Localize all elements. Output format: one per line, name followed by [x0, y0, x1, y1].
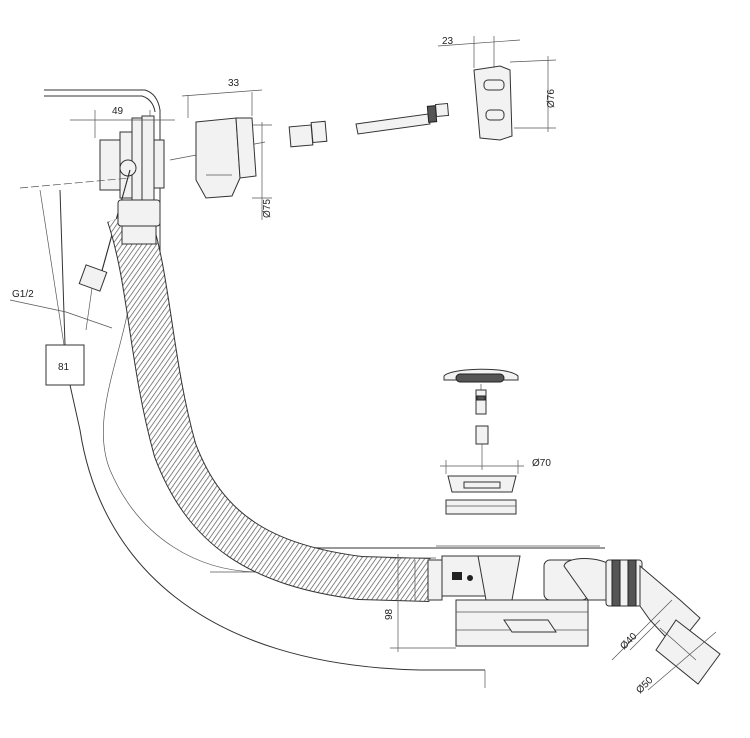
overflow-cover-exploded: 33 Ø75	[181, 78, 273, 220]
spindle-assembly	[288, 102, 450, 148]
plug-exploded: Ø70	[440, 368, 551, 515]
dimension-81-label: 81	[58, 362, 70, 373]
flexible-hose	[107, 199, 431, 602]
dimension-98: 98	[384, 554, 456, 652]
outlet-elbow	[543, 558, 721, 685]
dimension-70-label: Ø70	[532, 458, 551, 469]
dimension-23-label: 23	[442, 36, 454, 47]
thread-g12-label: G1/2	[12, 289, 34, 300]
waste-body	[427, 545, 600, 647]
thread-g12-callout: G1/2	[9, 289, 113, 329]
dimension-76-label: Ø76	[546, 89, 557, 108]
overflow-knob: 23 Ø76	[437, 36, 557, 141]
dimension-49-label: 49	[112, 106, 124, 117]
dimension-40-label: Ø40	[618, 631, 639, 652]
dimension-49: 49	[70, 106, 175, 138]
waste-marking	[452, 572, 462, 580]
dimension-50-label: Ø50	[634, 675, 655, 696]
waste-marking-dot	[467, 575, 473, 581]
dimension-81: 81	[39, 189, 85, 386]
overflow-centerline	[19, 177, 131, 189]
dimension-81-box	[45, 344, 85, 386]
dimension-75-label: Ø75	[262, 199, 273, 218]
dimension-33-label: 33	[228, 78, 240, 89]
dimension-98-label: 98	[384, 608, 395, 620]
overflow-flange	[99, 115, 165, 209]
